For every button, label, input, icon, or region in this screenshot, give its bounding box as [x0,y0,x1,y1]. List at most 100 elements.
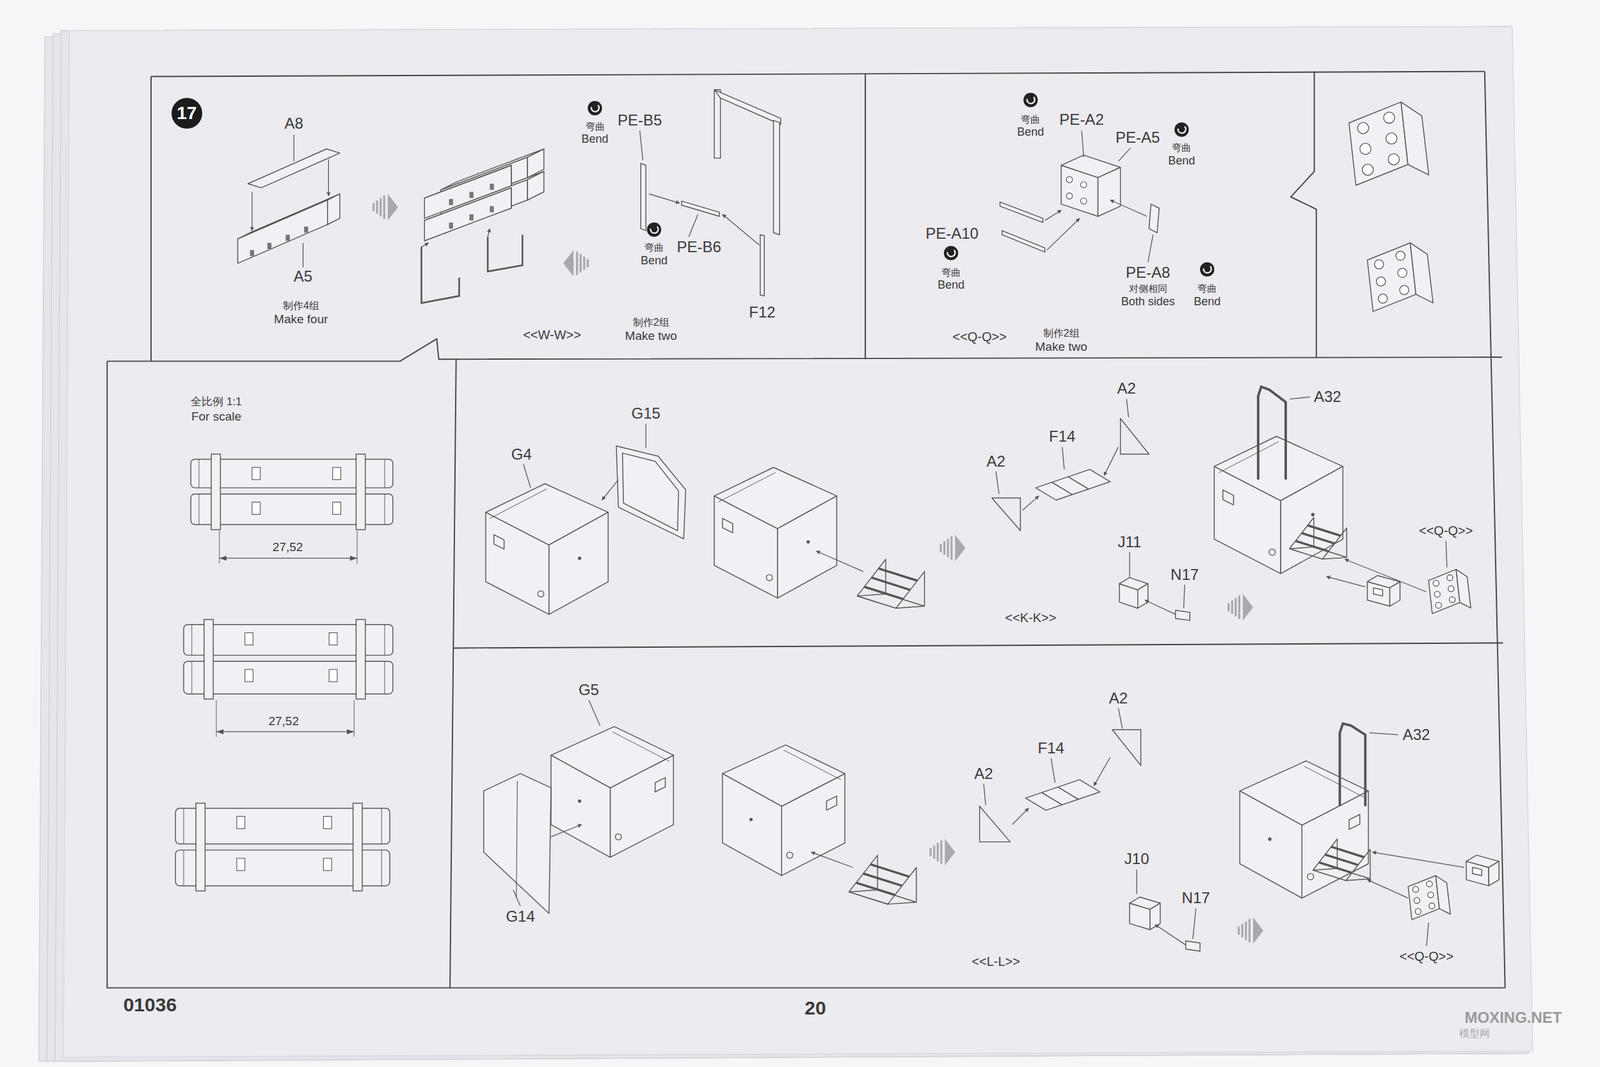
leader-line [1192,908,1197,939]
cabinet-knob [766,574,773,582]
cabinet-knob [615,833,622,841]
part-label: Bend [1191,295,1223,309]
leader-line [523,464,531,488]
assembly-arrow [1110,200,1147,217]
step-arrow [1244,921,1247,941]
assembly-arrow [811,851,854,868]
part-box [510,187,512,208]
part-label: Bend [1166,154,1197,168]
part-label: <<Q-Q>> [1416,523,1476,538]
cabinet [1239,791,1302,898]
stair-rung [1307,525,1341,536]
part-box [527,149,544,178]
etched-part [714,89,721,159]
part-label: For scale [189,409,244,424]
bend-icon [1178,126,1186,134]
part-label: 27,52 [270,540,306,554]
part-label: Bend [579,133,610,147]
assembly-arrow [1012,808,1030,825]
assembly-arrow [1367,879,1408,898]
step-arrow [933,845,936,859]
step-arrow [950,536,953,560]
stair-rung [1289,548,1323,559]
scale-detail [245,669,254,682]
scale-beam [381,849,383,886]
assembly-arrow [1344,559,1427,592]
part-hole [1066,176,1073,184]
cabinet [722,773,782,876]
step-arrow [1237,926,1240,936]
watermark: 模型网 [1457,1027,1492,1040]
bracket-hole [1412,886,1419,893]
leader-line [1183,584,1185,609]
part-label: G14 [503,908,537,925]
part-detail [489,183,494,191]
stair-rung [1312,870,1346,881]
scale-beam [198,494,200,525]
step-arrow [583,256,585,271]
stair-rung [870,864,910,877]
door-panel [622,453,680,531]
leader-line [1050,758,1055,783]
stair-rung [871,577,911,590]
panel-border [864,73,866,360]
scale-strap [211,454,221,530]
part-label: A32 [1400,726,1433,744]
cabinet-hatch [1223,489,1234,505]
bracket-hole [1435,602,1442,608]
bracket-hole [1427,892,1434,898]
scale-strap [355,619,365,699]
scale-detail [328,669,338,682]
bracket-block [1456,569,1471,608]
step-part [1035,469,1110,500]
part-label: PE-A2 [1057,110,1106,128]
scale-detail [332,501,342,514]
etched-part [640,163,646,231]
ladder-side [992,497,1021,531]
part-label: N17 [1168,565,1201,583]
dimension-line [357,530,358,564]
scale-detail [236,858,246,871]
step-arrow [929,848,932,857]
panel-border [150,76,152,362]
bracket-hole [1429,903,1435,909]
assembly-arrow [1326,576,1366,587]
leader-line [688,214,698,237]
leader-line [293,134,295,161]
leader-line [1289,396,1311,399]
part-label: A5 [291,268,315,285]
ladder-side [1112,729,1142,766]
bracket-hole [1361,163,1373,175]
leader-line [1136,869,1138,894]
step-arrow [563,250,574,277]
dimension-line [219,557,358,559]
part-label: G15 [629,405,663,422]
step-arrow [1241,924,1244,938]
bracket-hole [1434,591,1440,598]
scale-strap [353,803,363,891]
cabinet-knob [1269,549,1276,556]
dimension-line [216,731,354,733]
cabinet-knob [786,851,793,859]
bend-icon [1203,266,1211,273]
etched-part [714,89,781,125]
step-arrow [954,534,966,561]
ladder-side [979,806,1011,843]
part-label: A8 [282,115,305,132]
leader-line [302,242,304,267]
step-rung [1057,787,1079,800]
leader-line [1445,540,1448,568]
stair-rung [1336,868,1370,879]
ladder-side [1120,418,1150,455]
assembly-arrow [421,242,429,247]
part-label: <<W-W>> [520,327,584,342]
leader-line [995,471,1000,495]
cabinet-edge [1218,441,1279,473]
cabinet-edge [489,488,547,519]
stair-rung [878,568,918,581]
step-arrow [1231,600,1234,614]
bracket-hole [1357,122,1369,134]
watermark: MOXING.NET [1462,1008,1564,1026]
